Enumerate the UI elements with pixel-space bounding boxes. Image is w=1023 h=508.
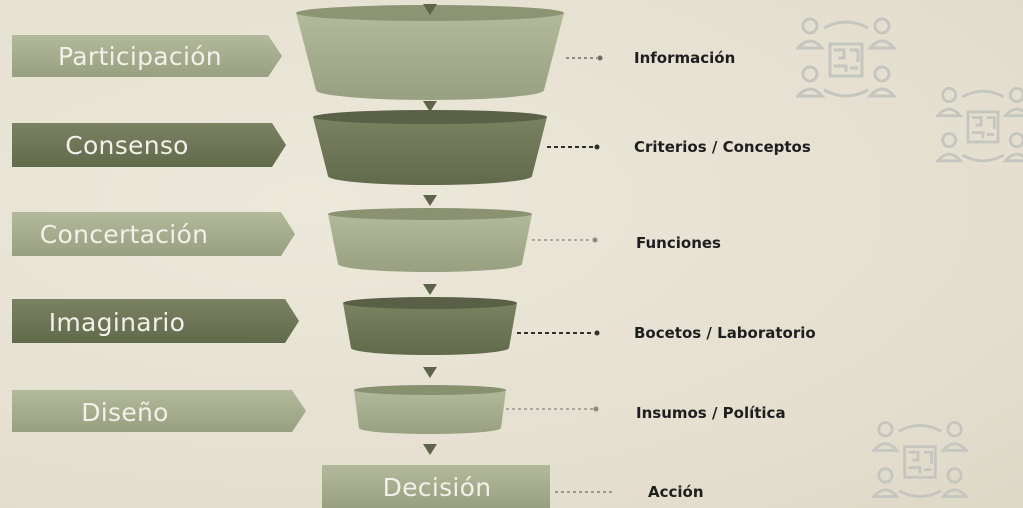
stage-label: Concertación: [40, 220, 209, 249]
down-arrow-icon: [423, 284, 437, 295]
down-arrow-icon: [423, 444, 437, 455]
down-arrow-icon: [423, 367, 437, 378]
stage-participacion: Participación Información: [12, 5, 735, 100]
stage-pill: [12, 390, 306, 432]
funnel-segment: [296, 5, 564, 100]
funnel-segment: [328, 208, 532, 272]
stage-output: Insumos / Política: [636, 404, 786, 422]
funnel-segment: [343, 297, 517, 355]
stage-consenso: Consenso Criterios / Conceptos: [12, 110, 811, 185]
stage-pill: [12, 299, 299, 343]
stage-imaginario: Imaginario Bocetos / Laboratorio: [12, 297, 816, 355]
connector-dot: [597, 55, 603, 61]
connector-dot: [594, 144, 600, 150]
flow-arrows: [423, 4, 437, 455]
stage-output: Bocetos / Laboratorio: [634, 324, 816, 342]
stage-output: Información: [634, 49, 735, 67]
funnel-segment: [354, 385, 506, 434]
stage-label: Participación: [58, 42, 222, 71]
stage-label: Diseño: [81, 398, 169, 427]
decision-box: [322, 465, 550, 508]
down-arrow-icon: [423, 4, 437, 15]
final-decision: Decisión Acción: [322, 465, 704, 508]
stage-output: Funciones: [636, 234, 721, 252]
stage-pill: [12, 123, 286, 167]
stage-label: Imaginario: [49, 308, 186, 337]
team-blueprint-icon: [796, 17, 896, 98]
stage-pill: [12, 35, 282, 77]
stage-concertacion: Concertación Funciones: [12, 208, 721, 272]
funnel-segment: [313, 110, 547, 185]
decision-label: Decisión: [383, 473, 492, 502]
down-arrow-icon: [423, 101, 437, 112]
stage-pill: [12, 212, 295, 256]
team-blueprint-icon: [872, 421, 968, 499]
stage-label: Consenso: [65, 131, 189, 160]
team-blueprint-icon: [936, 86, 1023, 163]
stage-diseno: Diseño Insumos / Política: [12, 385, 786, 434]
connector-dot: [594, 330, 600, 336]
connector-dot: [592, 237, 598, 243]
down-arrow-icon: [423, 195, 437, 206]
connector-dot: [593, 406, 599, 412]
final-output: Acción: [648, 483, 704, 501]
stage-output: Criterios / Conceptos: [634, 138, 811, 156]
